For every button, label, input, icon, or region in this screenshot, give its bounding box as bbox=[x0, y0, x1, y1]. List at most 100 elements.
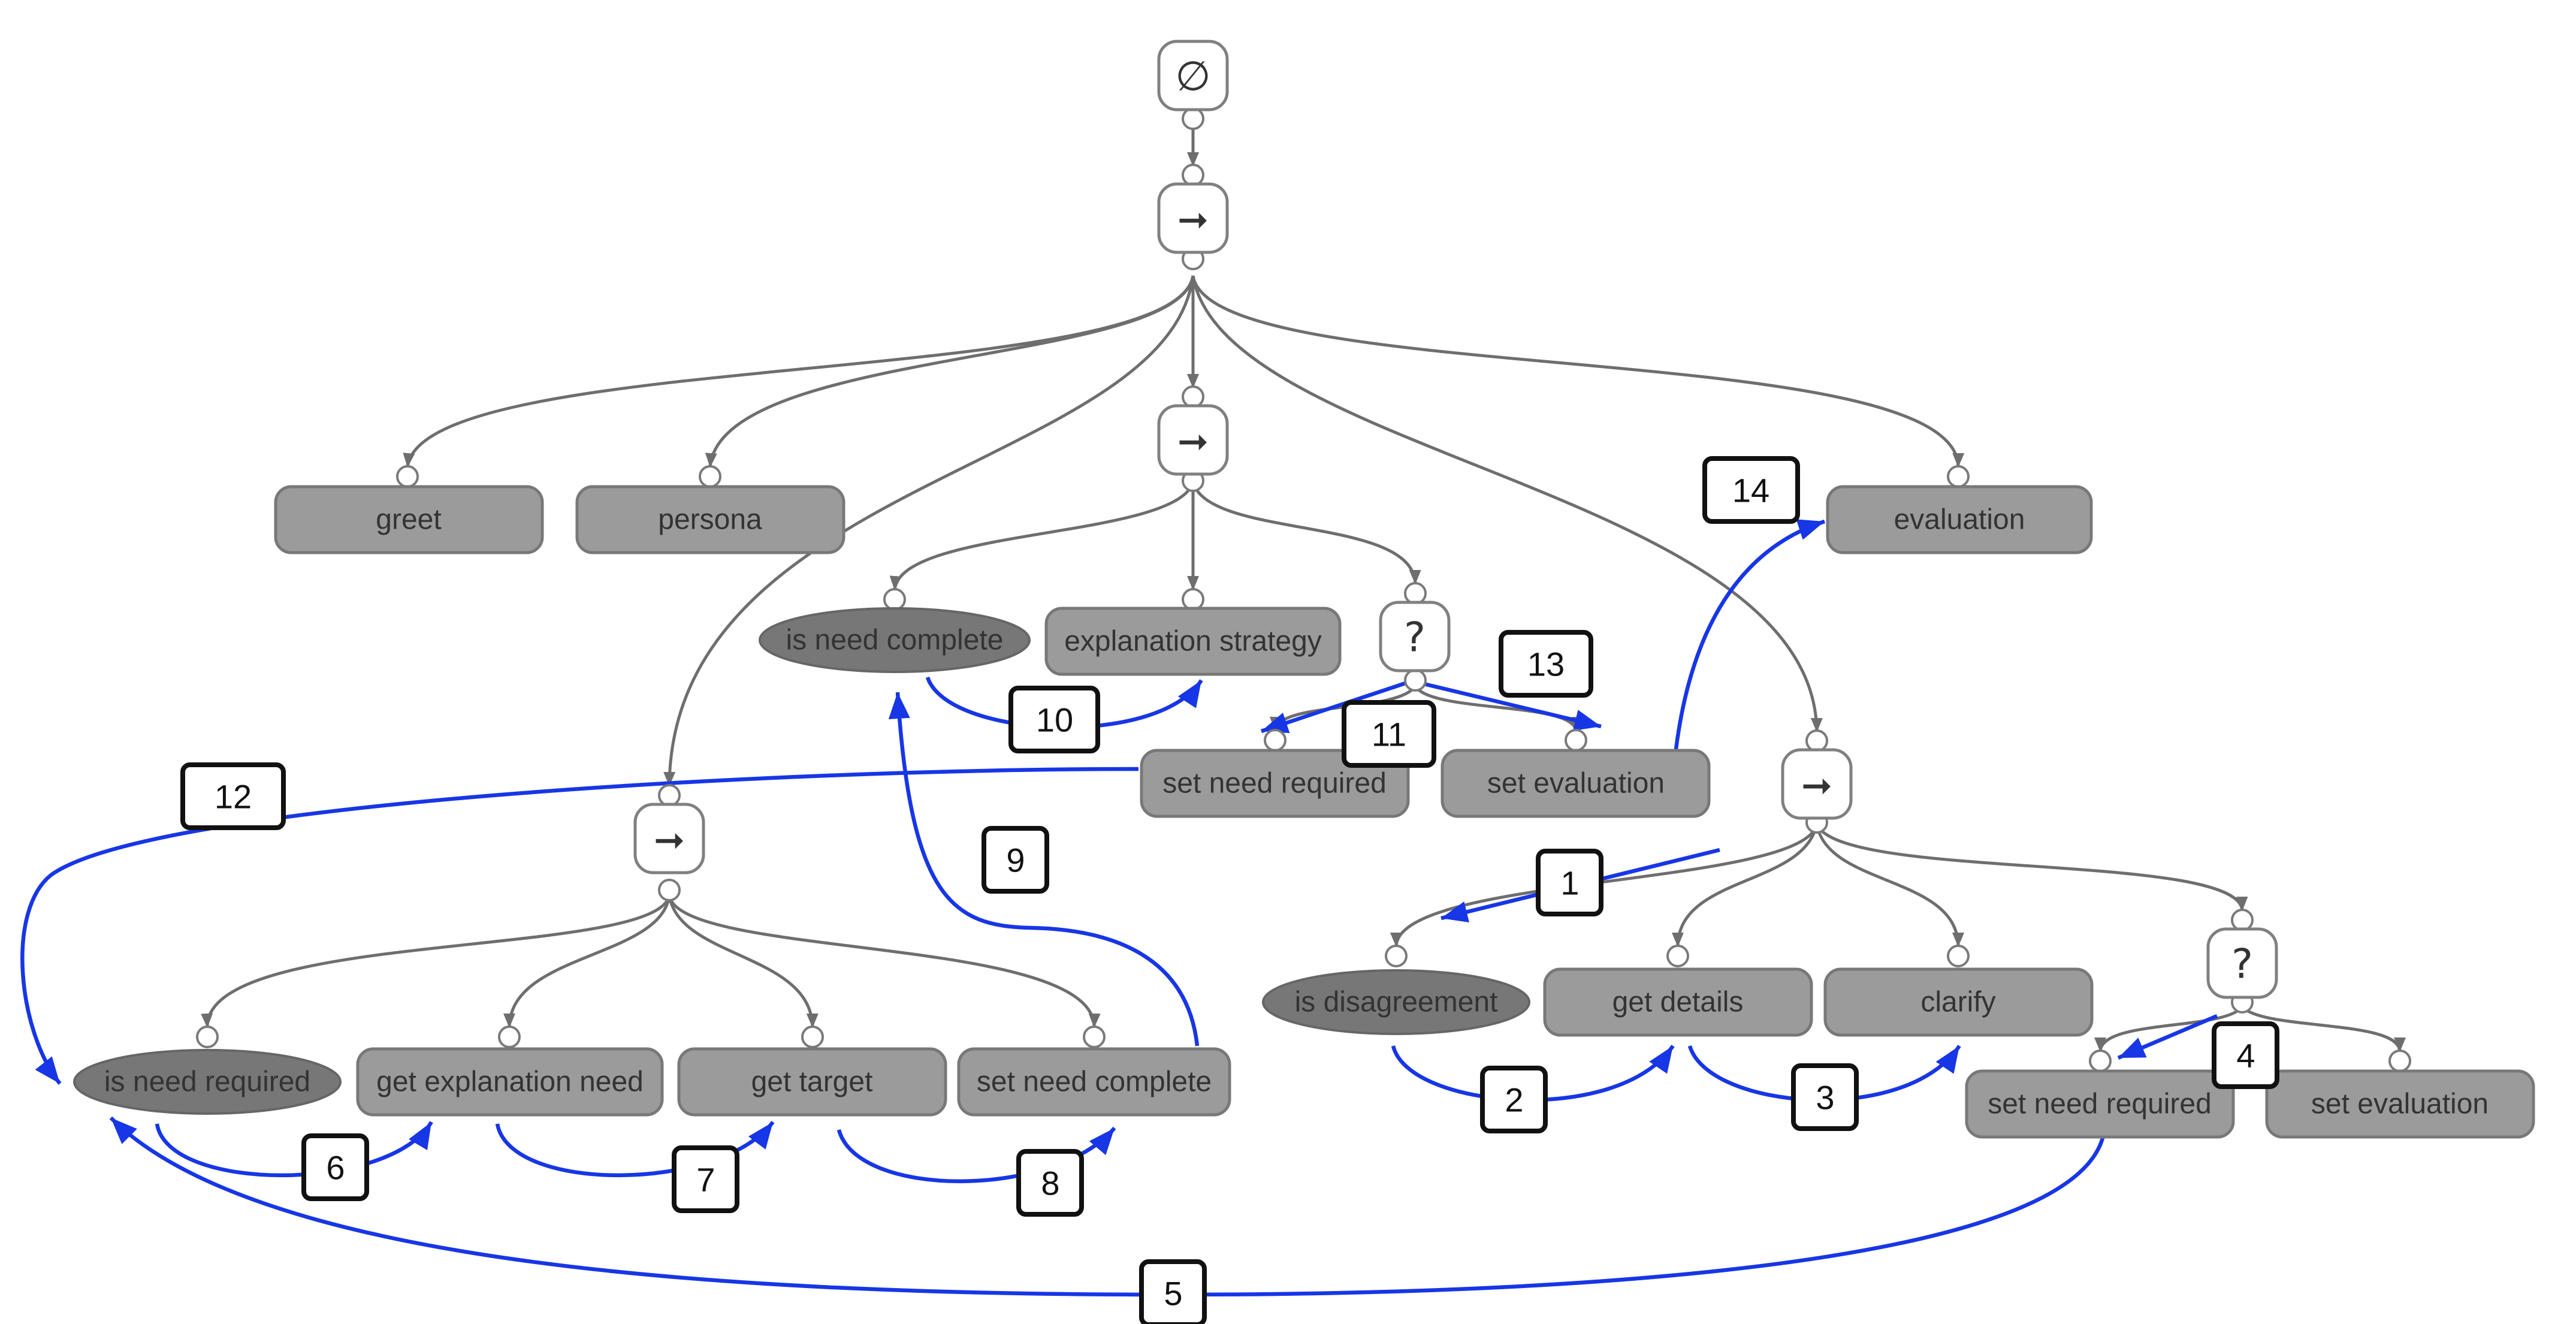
svg-text:6: 6 bbox=[326, 1149, 345, 1187]
svg-text:set evaluation: set evaluation bbox=[2311, 1088, 2489, 1120]
edge-right-to-fallback bbox=[1815, 823, 2248, 912]
flow-arrow-11 bbox=[1260, 681, 1406, 734]
port bbox=[658, 879, 681, 901]
edge-left-to-get-explanation-need bbox=[503, 895, 671, 1029]
svg-text:set need required: set need required bbox=[1988, 1088, 2212, 1120]
step-badge-14: 14 bbox=[1702, 456, 1800, 524]
edge-sequence-to-left-sequence bbox=[663, 275, 1195, 787]
node-set-need-complete: set need complete bbox=[957, 1047, 1231, 1117]
step-badge-12: 12 bbox=[180, 762, 286, 830]
port bbox=[1182, 107, 1204, 130]
step-badge-7: 7 bbox=[672, 1145, 739, 1213]
step-badge-10: 10 bbox=[1008, 686, 1100, 753]
port bbox=[1666, 945, 1689, 967]
root-node: ∅ bbox=[1157, 40, 1229, 111]
port bbox=[658, 784, 681, 807]
step-badge-2: 2 bbox=[1480, 1066, 1548, 1133]
fallback-question-icon: ? bbox=[2231, 941, 2253, 988]
edge-left-to-set-need-complete bbox=[668, 895, 1101, 1029]
port bbox=[1404, 669, 1427, 692]
svg-text:9: 9 bbox=[1006, 842, 1025, 879]
fallback-question-icon: ? bbox=[1404, 614, 1426, 662]
port bbox=[883, 588, 906, 611]
sequence-node-top: ➞ bbox=[1157, 182, 1229, 254]
step-badge-8: 8 bbox=[1016, 1149, 1084, 1217]
svg-text:4: 4 bbox=[2236, 1037, 2255, 1075]
svg-text:set need required: set need required bbox=[1162, 768, 1387, 800]
flow-arrow-6 bbox=[155, 1121, 433, 1178]
port bbox=[1083, 1026, 1106, 1048]
svg-text:2: 2 bbox=[1505, 1081, 1523, 1119]
step-badges: 1 2 3 4 5 6 7 8 bbox=[180, 456, 2279, 1324]
svg-text:11: 11 bbox=[1372, 716, 1406, 753]
svg-text:3: 3 bbox=[1816, 1079, 1834, 1117]
port bbox=[1182, 164, 1204, 186]
edge-inner-to-fallback bbox=[1191, 482, 1421, 585]
port bbox=[2089, 1049, 2112, 1072]
node-is-need-required: is need required bbox=[73, 1049, 342, 1115]
sequence-arrow-icon: ➞ bbox=[1177, 198, 1209, 242]
flow-arrow-14 bbox=[1674, 519, 1826, 750]
step-badge-4: 4 bbox=[2212, 1021, 2279, 1089]
node-set-evaluation-right: set evaluation bbox=[2265, 1069, 2535, 1139]
port bbox=[1385, 945, 1408, 967]
svg-text:get explanation need: get explanation need bbox=[376, 1066, 644, 1098]
edge-fallback-to-set-need-required-right bbox=[2094, 1006, 2243, 1052]
port bbox=[396, 465, 419, 488]
svg-text:explanation strategy: explanation strategy bbox=[1064, 626, 1322, 658]
node-evaluation: evaluation bbox=[1826, 485, 2093, 554]
port bbox=[1805, 729, 1828, 752]
port bbox=[699, 465, 721, 488]
node-ports bbox=[196, 107, 2411, 1072]
node-persona: persona bbox=[575, 485, 845, 554]
sequence-arrow-icon: ➞ bbox=[1177, 420, 1209, 463]
port bbox=[2231, 909, 2254, 931]
edge-inner-to-is-need-complete bbox=[889, 482, 1195, 591]
step-badge-5: 5 bbox=[1139, 1259, 1207, 1324]
svg-text:set need complete: set need complete bbox=[977, 1066, 1212, 1098]
svg-text:evaluation: evaluation bbox=[1894, 504, 2025, 536]
svg-text:8: 8 bbox=[1041, 1165, 1059, 1202]
port bbox=[498, 1026, 521, 1048]
port bbox=[1182, 588, 1204, 611]
node-set-evaluation-middle: set evaluation bbox=[1440, 749, 1711, 818]
flow-arrow-7 bbox=[495, 1121, 775, 1178]
edge-right-to-is-disagreement bbox=[1390, 824, 1819, 948]
edge-sequence-to-persona bbox=[705, 275, 1195, 468]
port bbox=[1565, 729, 1587, 752]
svg-text:5: 5 bbox=[1164, 1275, 1182, 1313]
node-get-details: get details bbox=[1543, 967, 1813, 1037]
node-greet: greet bbox=[274, 485, 544, 554]
svg-text:greet: greet bbox=[376, 504, 441, 536]
svg-text:is disagreement: is disagreement bbox=[1295, 987, 1498, 1018]
sequence-arrow-icon: ➞ bbox=[654, 818, 685, 862]
edge-left-to-is-need-required bbox=[201, 895, 671, 1029]
port bbox=[801, 1026, 824, 1048]
node-is-disagreement: is disagreement bbox=[1262, 969, 1530, 1035]
edge-left-to-get-target bbox=[668, 895, 819, 1029]
node-set-need-required-right: set need required bbox=[1965, 1069, 2235, 1139]
tree-edges bbox=[201, 126, 2406, 1052]
step-badge-3: 3 bbox=[1791, 1063, 1859, 1131]
port bbox=[1264, 729, 1287, 752]
node-set-need-required-middle: set need required bbox=[1140, 749, 1410, 818]
sequence-node-right: ➞ bbox=[1781, 748, 1853, 820]
sequence-arrow-icon: ➞ bbox=[1801, 764, 1832, 807]
port bbox=[196, 1026, 219, 1048]
node-get-target: get target bbox=[677, 1047, 947, 1117]
node-explanation-strategy: explanation strategy bbox=[1044, 607, 1342, 676]
svg-text:persona: persona bbox=[658, 504, 762, 536]
svg-text:10: 10 bbox=[1036, 701, 1073, 739]
fallback-node-middle: ? bbox=[1379, 601, 1451, 672]
svg-text:13: 13 bbox=[1527, 646, 1565, 683]
flow-arrow-13 bbox=[1421, 681, 1602, 731]
edge-right-to-get-details bbox=[1672, 824, 1819, 948]
svg-text:is need complete: is need complete bbox=[786, 625, 1004, 656]
node-clarify: clarify bbox=[1823, 967, 2094, 1037]
port bbox=[2388, 1049, 2411, 1072]
edge-sequence-to-greet bbox=[403, 275, 1195, 468]
step-badge-13: 13 bbox=[1499, 630, 1593, 698]
flow-arrow-9 bbox=[888, 692, 1200, 1046]
svg-text:set evaluation: set evaluation bbox=[1487, 768, 1665, 800]
